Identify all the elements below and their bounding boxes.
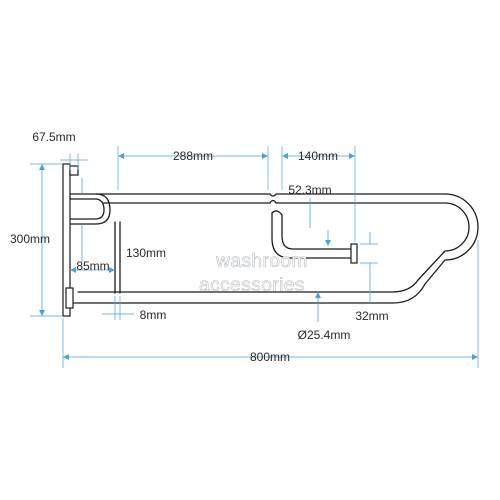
dim-inner-height: 130mm xyxy=(126,246,166,260)
dim-grip-gap: 288mm xyxy=(117,146,269,190)
label-overall-length: 800mm xyxy=(250,350,290,364)
dim-overall-length: 800mm xyxy=(62,240,479,368)
label-tube-diameter: Ø25.4mm xyxy=(298,328,351,342)
wall-plate xyxy=(62,163,79,317)
label-overall-height: 300mm xyxy=(10,232,50,246)
watermark: washroom accessories xyxy=(199,251,308,297)
mount-bracket xyxy=(69,193,121,294)
label-flange-depth: 67.5mm xyxy=(32,130,75,144)
label-hook-offset: 52.3mm xyxy=(288,183,331,197)
dim-flange-depth: 67.5mm xyxy=(32,130,88,170)
watermark-line-1: washroom xyxy=(215,251,308,272)
label-plate-thickness: 8mm xyxy=(140,308,167,322)
label-hook-span: 140mm xyxy=(298,149,338,163)
label-grip-gap: 288mm xyxy=(173,149,213,163)
dim-bracket-depth: 85mm xyxy=(70,259,115,273)
label-inner-height: 130mm xyxy=(126,246,166,260)
dim-bend-offset: 32mm xyxy=(355,309,388,323)
label-bend-offset: 32mm xyxy=(355,309,388,323)
dim-hook-offset: 52.3mm xyxy=(288,183,332,246)
dim-holder-verticals xyxy=(360,232,378,303)
dim-tube-diameter: Ø25.4mm xyxy=(298,292,351,342)
dim-overall-height: 300mm xyxy=(10,163,63,317)
dim-plate-thickness: 8mm xyxy=(102,296,166,322)
rail-tube xyxy=(65,193,479,309)
dim-hook-span: 140mm xyxy=(281,146,356,242)
watermark-line-2: accessories xyxy=(199,275,305,296)
roll-holder-hook xyxy=(271,210,358,264)
label-bracket-depth: 85mm xyxy=(76,259,109,273)
